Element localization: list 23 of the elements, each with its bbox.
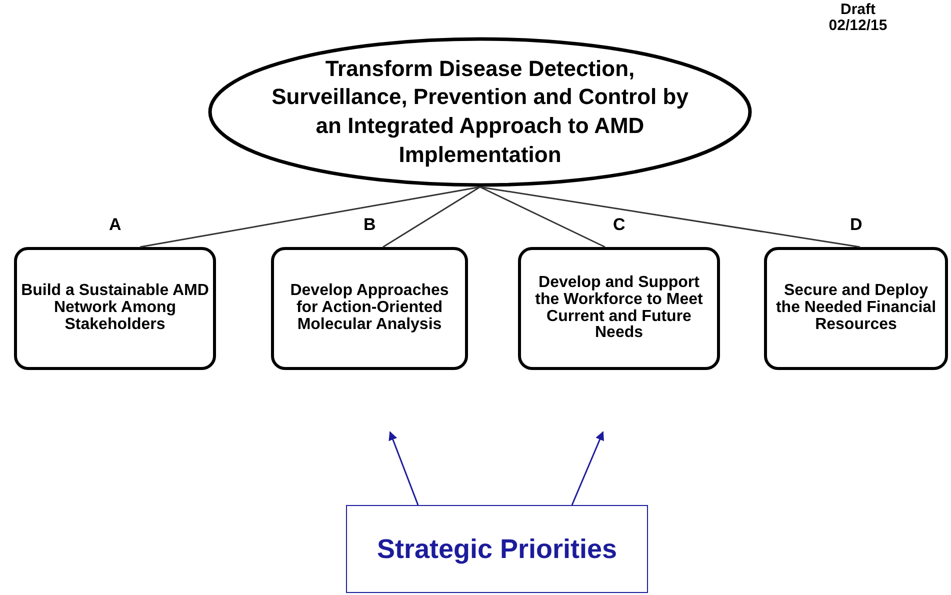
- connector-line: [382, 186, 480, 248]
- box-text: Transform Disease Detection, Surveillance, Prevention and Control by an Integrated Approach to AMD Implementation: [270, 54, 690, 169]
- arrow: [571, 431, 604, 506]
- box-text: Develop Approaches for Action-Oriented Molecular Analysis: [289, 283, 450, 334]
- box-text: Build a Sustainable AMD Network Among Stakeholders: [20, 283, 210, 334]
- connector-line: [480, 186, 606, 248]
- box-text: Develop and Support the Workforce to Meet Current and Future Needs: [534, 274, 704, 342]
- letter-label: B: [364, 215, 376, 235]
- priority-box: [764, 247, 948, 370]
- connector-line: [480, 186, 860, 248]
- draft-note: Draft 02/12/15: [828, 2, 888, 34]
- box-text: Secure and Deploy the Needed Financial Resources: [774, 283, 938, 334]
- connector-line: [140, 186, 480, 248]
- goal-ellipse: [208, 37, 752, 187]
- priority-box: [518, 247, 720, 370]
- letter-label: D: [850, 215, 862, 235]
- box-title: Strategic Priorities: [376, 534, 618, 564]
- title-box: [346, 505, 648, 593]
- arrow: [388, 431, 419, 506]
- priority-box: [271, 247, 468, 370]
- letter-label: C: [613, 215, 626, 235]
- priority-box: [14, 247, 216, 370]
- letter-label: A: [109, 215, 122, 235]
